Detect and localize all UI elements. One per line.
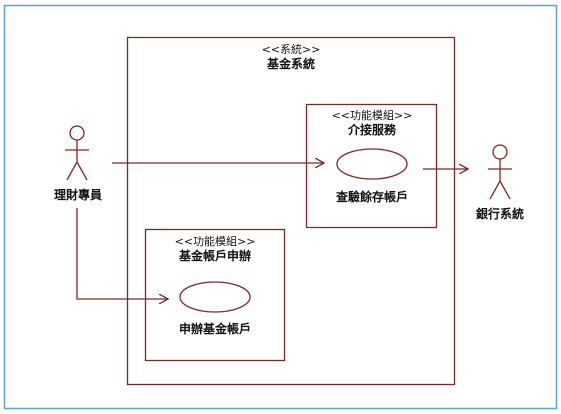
actor-bank-system[interactable]: 銀行系統 bbox=[475, 144, 524, 221]
actor-label: 理財專員 bbox=[54, 187, 102, 202]
module-box bbox=[144, 228, 286, 362]
module-title: 基金帳戶申辦 bbox=[178, 248, 251, 263]
module-stereotype: <<功能模組>> bbox=[332, 108, 413, 122]
module-title: 介接服務 bbox=[347, 122, 397, 137]
outer-frame bbox=[3, 4, 558, 410]
use-case-label: 查驗餘存帳戶 bbox=[335, 189, 408, 204]
system-box bbox=[126, 36, 456, 386]
actor-label: 銀行系統 bbox=[475, 206, 524, 221]
system-boundary: <<系統>> 基金系統 bbox=[126, 36, 456, 386]
module-interface-service: <<功能模組>> 介接服務 查驗餘存帳戶 bbox=[305, 103, 438, 229]
use-case-ellipse[interactable] bbox=[179, 281, 251, 313]
stick-figure-icon bbox=[65, 125, 89, 181]
module-stereotype: <<功能模組>> bbox=[175, 234, 256, 248]
module-fund-account: <<功能模組>> 基金帳戶申辦 申辦基金帳戶 bbox=[144, 228, 286, 362]
use-case-label: 申辦基金帳戶 bbox=[179, 321, 251, 336]
module-box bbox=[305, 103, 438, 229]
use-case-ellipse[interactable] bbox=[336, 148, 408, 180]
stick-figure-icon bbox=[488, 144, 512, 200]
association-specialist-to-apply bbox=[76, 208, 168, 299]
system-name: 基金系統 bbox=[266, 56, 315, 71]
actor-financial-specialist[interactable]: 理財專員 bbox=[54, 125, 102, 202]
system-stereotype: <<系統>> bbox=[262, 42, 321, 56]
